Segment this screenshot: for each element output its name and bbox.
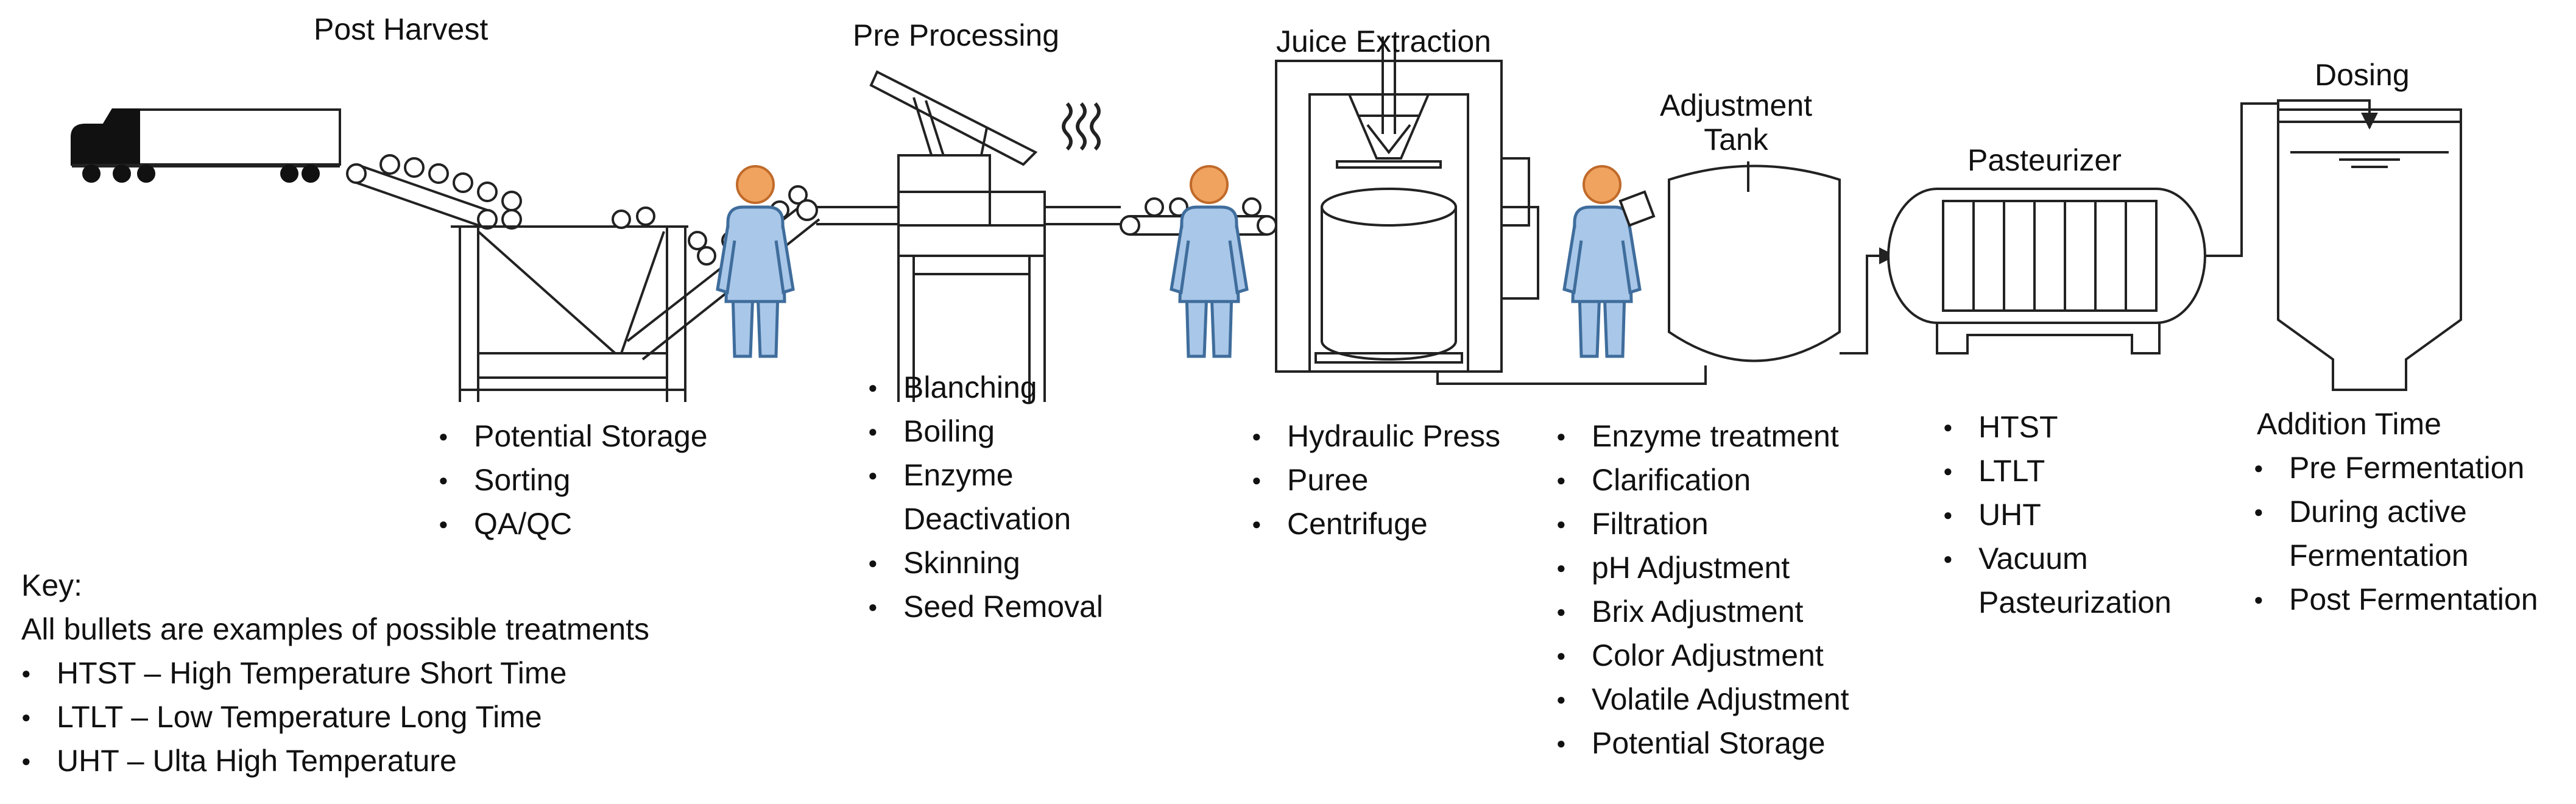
list-item: UHT – Ulta High Temperature — [21, 739, 566, 783]
worker-icon-2 — [1171, 166, 1247, 356]
worker-icon-1 — [718, 166, 793, 356]
list-item: HTST – High Temperature Short Time — [21, 651, 566, 695]
pasteurizer-title: Pasteurizer — [1967, 143, 2122, 177]
dosing-treatments: Pre Fermentation During active Fermentat… — [2254, 446, 2558, 621]
pasteurizer-treatments: HTST LTLT UHT Vacuum Pasteurization — [1943, 405, 2199, 624]
key-abbreviations: HTST – High Temperature Short Time LTLT … — [21, 651, 566, 783]
clipboard-icon — [1618, 190, 1656, 227]
adjustment-tank — [1668, 161, 1841, 362]
list-item: Potential Storage — [1556, 721, 1849, 765]
list-item: pH Adjustment — [1556, 546, 1849, 590]
transfer-conveyor-2 — [1045, 197, 1277, 236]
adjustment-tank-title-line1: Adjustment — [1659, 88, 1813, 122]
steam-icon — [1062, 102, 1101, 151]
list-item: Clarification — [1556, 458, 1849, 502]
dosing-title: Dosing — [2315, 58, 2410, 92]
key-title: Key: — [21, 568, 83, 602]
list-item: Hydraulic Press — [1252, 414, 1500, 458]
list-item: Brix Adjustment — [1556, 590, 1849, 633]
list-item: HTST — [1943, 405, 2199, 449]
key-note: All bullets are examples of possible tre… — [21, 612, 650, 646]
post-harvest-treatments: Potential Storage Sorting QA/QC — [439, 414, 708, 546]
list-item: Color Adjustment — [1556, 633, 1849, 677]
list-item: Filtration — [1556, 502, 1849, 546]
list-item: Centrifuge — [1252, 502, 1500, 546]
dosing-subtitle: Addition Time — [2257, 407, 2441, 441]
truck-icon — [71, 108, 341, 183]
list-item: QA/QC — [439, 502, 708, 546]
pipe-pasteurizer-to-dosing — [2205, 102, 2278, 257]
list-item: Sorting — [439, 458, 708, 502]
worker-icon-3 — [1564, 166, 1640, 356]
list-item: Puree — [1252, 458, 1500, 502]
pipe-press-to-tank — [1436, 365, 1707, 385]
sorting-hopper — [451, 206, 707, 402]
list-item: LTLT – Low Temperature Long Time — [21, 695, 566, 739]
list-item: Pre Fermentation — [2254, 446, 2558, 490]
list-item: Seed Removal — [868, 585, 1136, 629]
pre-processing-title: Pre Processing — [853, 18, 1060, 52]
adjustment-tank-title: Adjustment Tank — [1645, 88, 1827, 157]
adjustment-tank-treatments: Enzyme treatment Clarification Filtratio… — [1556, 414, 1849, 765]
list-item: Skinning — [868, 541, 1136, 585]
list-item: Boiling — [868, 409, 1136, 453]
list-item: Blanching — [868, 365, 1136, 409]
post-harvest-title: Post Harvest — [314, 12, 489, 46]
list-item: Enzyme treatment — [1556, 414, 1849, 458]
pre-processing-treatments: Blanching Boiling Enzyme Deactivation Sk… — [868, 365, 1136, 629]
list-item: Potential Storage — [439, 414, 708, 458]
list-item: Volatile Adjustment — [1556, 677, 1849, 721]
list-item: UHT — [1943, 493, 2199, 537]
transfer-conveyor-1 — [816, 206, 902, 225]
list-item: Enzyme Deactivation — [868, 453, 1136, 541]
list-item: Vacuum Pasteurization — [1943, 537, 2199, 624]
juice-extraction-treatments: Hydraulic Press Puree Centrifuge — [1252, 414, 1500, 546]
juice-extraction-title: Juice Extraction — [1276, 24, 1491, 58]
pasteurizer-unit — [1887, 188, 2206, 354]
list-item: LTLT — [1943, 449, 2199, 493]
list-item: Post Fermentation — [2254, 577, 2558, 621]
list-item: During active Fermentation — [2254, 490, 2558, 577]
hydraulic-press — [1275, 37, 1539, 373]
pre-processing-machine — [869, 70, 1046, 402]
sorting-conveyor — [346, 154, 522, 230]
pipe-tank-to-pasteurizer — [1840, 247, 1896, 354]
dosing-tank — [2277, 99, 2462, 391]
adjustment-tank-title-line2: Tank — [1704, 122, 1768, 157]
